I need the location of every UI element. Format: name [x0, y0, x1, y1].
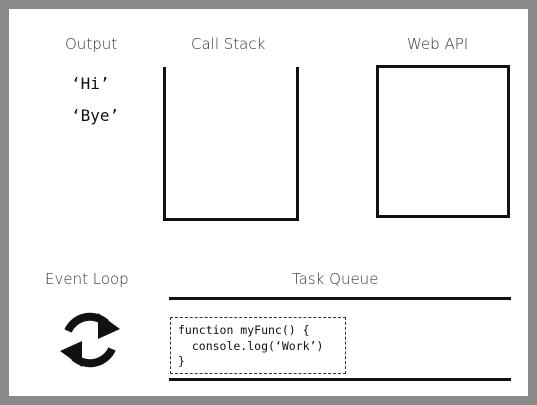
call-stack-title: Call Stack — [191, 35, 266, 53]
refresh-arrowhead-top — [98, 313, 120, 339]
refresh-arrowhead-bottom — [60, 341, 82, 367]
call-stack-container — [163, 67, 299, 221]
code-line: function myFunc() { — [178, 323, 310, 337]
event-loop-title: Event Loop — [45, 270, 129, 288]
code-line: console.log(‘Work’) — [178, 338, 324, 353]
task-queue-top-border — [169, 297, 511, 300]
output-line: ‘Bye’ — [71, 106, 120, 125]
refresh-icon — [60, 312, 120, 368]
web-api-title: Web API — [407, 35, 469, 53]
output-list: ‘Hi’ ‘Bye’ — [71, 73, 119, 137]
output-line: ‘Hi’ — [71, 74, 110, 93]
task-card: function myFunc() { console.log(‘Work’) … — [170, 317, 346, 374]
task-queue-title: Task Queue — [292, 270, 379, 288]
task-queue-bottom-border — [169, 378, 511, 381]
code-line: } — [178, 354, 185, 368]
output-title: Output — [65, 35, 118, 53]
web-api-container — [376, 65, 510, 218]
